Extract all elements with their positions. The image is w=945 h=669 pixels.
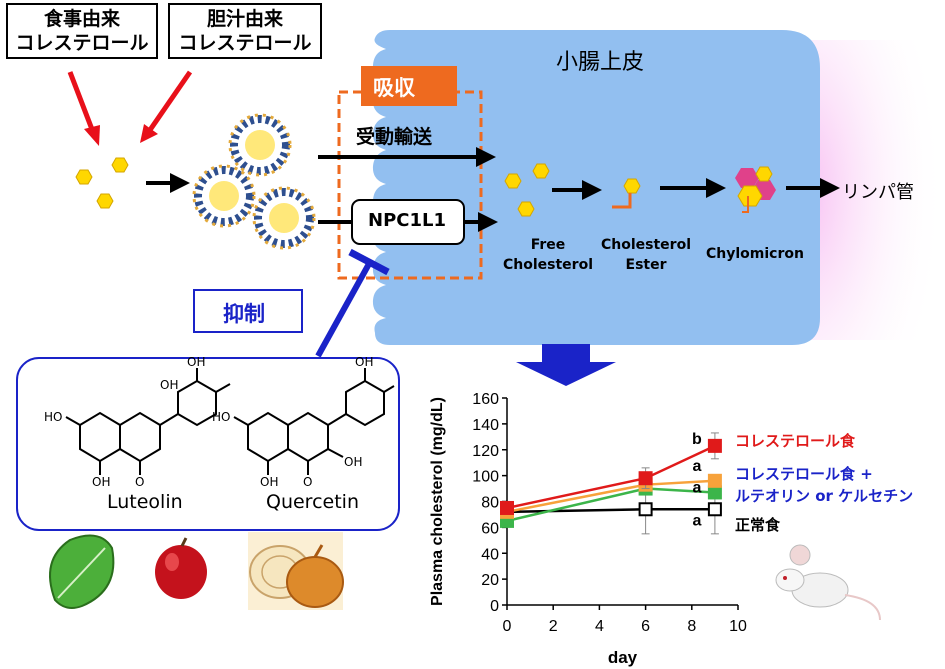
absorption-label: 吸収 bbox=[373, 76, 415, 100]
x-axis-label: day bbox=[608, 648, 638, 667]
quercetin-oh-2: OH bbox=[260, 475, 279, 489]
series-line bbox=[506, 444, 716, 510]
passive-transport-label: 受動輸送 bbox=[356, 126, 433, 148]
npc1l1-box bbox=[351, 199, 465, 245]
legend-normal-diet: 正常食 bbox=[735, 516, 781, 534]
data-point bbox=[500, 500, 514, 515]
luteolin-name: Luteolin bbox=[107, 491, 183, 513]
y-tick-label: 0 bbox=[490, 598, 499, 615]
mouse-icon bbox=[775, 544, 881, 621]
legend-flavonoid-line2: ルテオリン or ケルセチン bbox=[735, 487, 914, 505]
absorption-badge-bg bbox=[361, 66, 457, 106]
legend-cholesterol-diet: コレステロール食 bbox=[735, 432, 856, 450]
bile-source-line2: コレステロール bbox=[178, 32, 312, 54]
free-cholesterol-label: Free Cholesterol bbox=[496, 235, 600, 275]
y-tick-label: 100 bbox=[472, 469, 499, 486]
quercetin-structure bbox=[233, 368, 395, 475]
y-tick-label: 80 bbox=[481, 495, 499, 512]
data-point bbox=[707, 502, 722, 517]
x-tick-label: 8 bbox=[687, 618, 696, 635]
inhibition-label: 抑制 bbox=[223, 302, 265, 326]
onion-icon bbox=[248, 532, 344, 610]
series-line bbox=[506, 508, 715, 514]
apple-icon bbox=[155, 537, 207, 599]
y-tick-label: 60 bbox=[481, 520, 499, 537]
epithelium-label: 小腸上皮 bbox=[556, 50, 645, 75]
chylomicron-label: Chylomicron bbox=[706, 246, 804, 262]
legend-flavonoid-line1: コレステロール食 + bbox=[735, 465, 873, 483]
free-label-line2: Cholesterol bbox=[503, 257, 593, 273]
diet-cholesterol-box: 食事由来 コレステロール bbox=[6, 3, 158, 59]
flavonoid-box bbox=[16, 357, 400, 531]
bile-source-line1: 胆汁由来 bbox=[206, 8, 283, 30]
quercetin-oh-3: OH bbox=[344, 455, 363, 469]
cholesterol-chart: 0 20 40 60 80 100 120 140 160 0 2 4 6 8 10 day Plasma ch… bbox=[429, 391, 747, 667]
y-axis-label: Plasma cholesterol (mg/dL) bbox=[429, 397, 446, 606]
chylomicron-particle bbox=[735, 166, 776, 213]
free-label-line1: Free bbox=[530, 237, 566, 253]
luteolin-ho: HO bbox=[44, 410, 63, 424]
data-point bbox=[707, 473, 722, 488]
significance-label: a bbox=[692, 512, 701, 529]
result-down-arrow bbox=[516, 344, 616, 386]
data-point bbox=[638, 502, 653, 517]
quercetin-name: Quercetin bbox=[266, 491, 359, 513]
inhibition-box: 抑制 bbox=[193, 289, 303, 333]
x-tick-label: 6 bbox=[641, 618, 650, 635]
quercetin-ho: HO bbox=[212, 410, 231, 424]
free-cholesterol-molecules bbox=[504, 163, 550, 217]
cholesterol-ester-molecule bbox=[612, 178, 641, 209]
data-point bbox=[707, 485, 722, 500]
cholesterol-molecules bbox=[75, 157, 129, 209]
bile-arrow-head bbox=[140, 124, 158, 143]
lymph-label: リンパ管 bbox=[842, 182, 914, 203]
quercetin-oh-1: OH bbox=[355, 355, 374, 369]
x-tick-label: 4 bbox=[595, 618, 604, 635]
cholesterol-ester-label: Cholesterol Ester bbox=[594, 235, 698, 275]
y-tick-label: 160 bbox=[472, 391, 499, 408]
data-point bbox=[638, 471, 653, 486]
npc1l1-label: NPC1L1 bbox=[368, 210, 446, 231]
diet-source-line1: 食事由来 bbox=[43, 8, 120, 30]
luteolin-oh-1: OH bbox=[160, 378, 179, 392]
ester-label-line2: Ester bbox=[625, 257, 667, 273]
diet-arrow bbox=[67, 71, 96, 133]
luteolin-oh-3: OH bbox=[92, 475, 111, 489]
shiso-leaf-icon bbox=[49, 534, 115, 609]
x-tick-label: 0 bbox=[503, 618, 512, 635]
significance-label: b bbox=[692, 431, 702, 448]
inhibition-bar bbox=[348, 248, 390, 276]
diet-arrow-head bbox=[84, 125, 100, 146]
bile-cholesterol-box: 胆汁由来 コレステロール bbox=[168, 3, 322, 59]
y-tick-label: 140 bbox=[472, 417, 499, 434]
inhibition-line bbox=[315, 260, 373, 358]
luteolin-o: O bbox=[135, 475, 145, 489]
ester-label-line1: Cholesterol bbox=[601, 237, 691, 253]
luteolin-oh-2: OH bbox=[187, 355, 206, 369]
bile-arrow bbox=[147, 70, 193, 132]
micelles bbox=[192, 113, 316, 250]
significance-label: a bbox=[692, 479, 701, 496]
y-tick-label: 40 bbox=[481, 546, 499, 563]
luteolin-structure bbox=[65, 368, 231, 475]
x-tick-label: 10 bbox=[729, 618, 747, 635]
data-point bbox=[707, 438, 722, 453]
quercetin-o: O bbox=[303, 475, 313, 489]
y-tick-label: 20 bbox=[481, 572, 499, 589]
y-tick-label: 120 bbox=[472, 443, 499, 460]
diet-source-line2: コレステロール bbox=[15, 32, 149, 54]
x-tick-label: 2 bbox=[549, 618, 558, 635]
significance-label: a bbox=[692, 458, 701, 475]
